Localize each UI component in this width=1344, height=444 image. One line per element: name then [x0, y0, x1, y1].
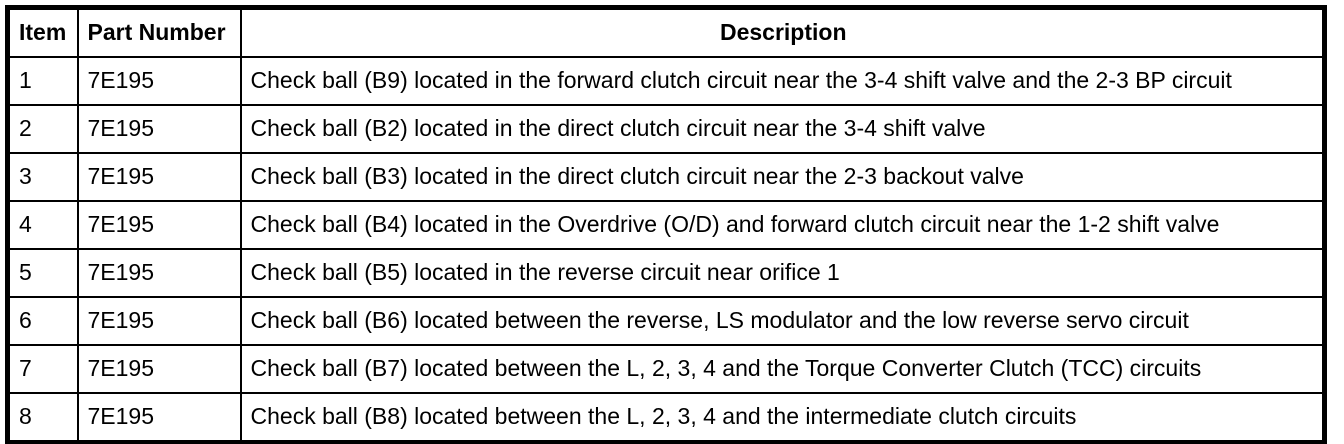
column-header-item: Item — [6, 6, 79, 58]
description-cell: Check ball (B3) located in the direct cl… — [239, 152, 1326, 202]
part-number-cell: 7E195 — [76, 392, 242, 444]
item-cell: 4 — [6, 200, 79, 250]
description-cell: Check ball (B9) located in the forward c… — [239, 56, 1326, 106]
table-header-row: Item Part Number Description — [6, 6, 1326, 58]
part-number-cell: 7E195 — [76, 200, 242, 250]
description-cell: Check ball (B6) located between the reve… — [239, 296, 1326, 346]
part-number-cell: 7E195 — [76, 248, 242, 298]
table-row: 8 7E195 Check ball (B8) located between … — [6, 392, 1326, 444]
part-number-cell: 7E195 — [76, 56, 242, 106]
description-cell: Check ball (B4) located in the Overdrive… — [239, 200, 1326, 250]
description-cell: Check ball (B8) located between the L, 2… — [239, 392, 1326, 444]
table-row: 5 7E195 Check ball (B5) located in the r… — [6, 248, 1326, 298]
description-cell: Check ball (B5) located in the reverse c… — [239, 248, 1326, 298]
column-header-description: Description — [239, 6, 1326, 58]
description-cell: Check ball (B2) located in the direct cl… — [239, 104, 1326, 154]
item-cell: 3 — [6, 152, 79, 202]
item-cell: 2 — [6, 104, 79, 154]
description-cell: Check ball (B7) located between the L, 2… — [239, 344, 1326, 394]
part-number-cell: 7E195 — [76, 344, 242, 394]
part-number-cell: 7E195 — [76, 152, 242, 202]
item-cell: 7 — [6, 344, 79, 394]
part-number-cell: 7E195 — [76, 296, 242, 346]
item-cell: 6 — [6, 296, 79, 346]
part-number-cell: 7E195 — [76, 104, 242, 154]
item-cell: 8 — [6, 392, 79, 444]
item-cell: 1 — [6, 56, 79, 106]
table-row: 7 7E195 Check ball (B7) located between … — [6, 344, 1326, 394]
table-row: 6 7E195 Check ball (B6) located between … — [6, 296, 1326, 346]
table-row: 3 7E195 Check ball (B3) located in the d… — [6, 152, 1326, 202]
table-row: 4 7E195 Check ball (B4) located in the O… — [6, 200, 1326, 250]
column-header-part-number: Part Number — [76, 6, 242, 58]
item-cell: 5 — [6, 248, 79, 298]
table-row: 2 7E195 Check ball (B2) located in the d… — [6, 104, 1326, 154]
parts-table: Item Part Number Description 1 7E195 Che… — [5, 5, 1327, 444]
table-row: 1 7E195 Check ball (B9) located in the f… — [6, 56, 1326, 106]
